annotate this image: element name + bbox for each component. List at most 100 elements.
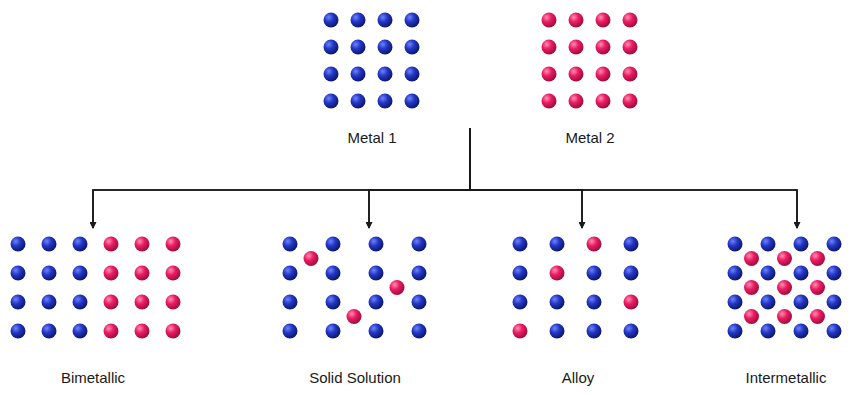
metal-1-atom: [42, 266, 57, 281]
metal-1-atom: [283, 295, 298, 310]
metal-2-atom: [569, 94, 584, 109]
metal-1-atom: [550, 237, 565, 252]
metal-2-atom: [623, 67, 638, 82]
metal-2-atom: [777, 251, 792, 266]
metal-2-atom: [596, 67, 611, 82]
metal-2-atom: [744, 280, 759, 295]
metal-2-atom: [810, 280, 825, 295]
metal-2-atom: [550, 266, 565, 281]
metal-2-atom: [623, 40, 638, 55]
metal-2-atom: [304, 251, 319, 266]
metal-2-atom: [135, 266, 150, 281]
metal-2-atom: [513, 324, 528, 339]
metal-1-atom: [73, 295, 88, 310]
metal-1-atom: [827, 295, 842, 310]
metal-1-atom: [513, 295, 528, 310]
metal-1-atom: [369, 266, 384, 281]
metal-1-atom: [412, 237, 427, 252]
metal-2-atom: [569, 40, 584, 55]
lattice-panel: Alloy: [508, 228, 644, 393]
metal-1-atom: [351, 13, 366, 28]
metal-1-atom: [513, 266, 528, 281]
metal-1-atom: [324, 94, 339, 109]
lattice-panel: Intermetallic: [722, 228, 848, 393]
material-label: Solid Solution: [309, 369, 401, 387]
metal-1-atom: [42, 237, 57, 252]
metal-1-atom: [587, 295, 602, 310]
metal-1-atom: [326, 266, 341, 281]
metal-1-atom: [405, 40, 420, 55]
metal-2-atom: [104, 237, 119, 252]
metal-1-atom: [283, 324, 298, 339]
metal-2-atom: [166, 266, 181, 281]
metal-1-atom: [624, 266, 639, 281]
metal-1-atom: [11, 237, 26, 252]
material-label: Metal 1: [347, 129, 396, 147]
metal-2-atom: [166, 295, 181, 310]
metal-2-atom: [777, 280, 792, 295]
metal-1-atom: [351, 40, 366, 55]
lattice-panel: Metal 1: [318, 5, 470, 150]
metal-1-atom: [42, 324, 57, 339]
metal-2-atom: [104, 295, 119, 310]
metal-1-atom: [827, 237, 842, 252]
metal-1-atom: [283, 237, 298, 252]
metal-1-atom: [11, 324, 26, 339]
metal-2-atom: [135, 295, 150, 310]
metal-1-atom: [378, 94, 393, 109]
lattice-panel: Bimetallic: [8, 228, 188, 393]
metal-2-atom: [104, 266, 119, 281]
metal-1-atom: [624, 237, 639, 252]
metal-1-atom: [550, 324, 565, 339]
metal-2-atom: [744, 251, 759, 266]
metal-1-atom: [324, 13, 339, 28]
metal-2-atom: [624, 295, 639, 310]
metal-1-atom: [405, 94, 420, 109]
metal-1-atom: [412, 266, 427, 281]
metal-2-atom: [777, 309, 792, 324]
metal-2-atom: [569, 67, 584, 82]
metal-2-atom: [623, 94, 638, 109]
metal-1-atom: [326, 295, 341, 310]
metal-1-atom: [728, 237, 743, 252]
metal-2-atom: [104, 324, 119, 339]
metal-2-atom: [390, 280, 405, 295]
metal-1-atom: [827, 266, 842, 281]
metal-1-atom: [405, 67, 420, 82]
metal-1-atom: [11, 295, 26, 310]
metal-2-atom: [596, 13, 611, 28]
branch-arrow: [93, 128, 470, 228]
metal-1-atom: [326, 324, 341, 339]
branch-arrow: [470, 128, 797, 228]
metal-1-atom: [73, 324, 88, 339]
metal-1-atom: [794, 266, 809, 281]
metal-1-atom: [794, 324, 809, 339]
branch-arrow: [93, 128, 470, 228]
lattice-panel: Solid Solution: [278, 228, 430, 393]
metal-1-atom: [378, 67, 393, 82]
metal-1-atom: [513, 237, 528, 252]
metal-2-atom: [166, 237, 181, 252]
metal-1-atom: [351, 94, 366, 109]
metal-1-atom: [324, 67, 339, 82]
metal-1-atom: [761, 237, 776, 252]
metal-2-atom: [810, 251, 825, 266]
metal-1-atom: [283, 266, 298, 281]
metal-1-atom: [827, 324, 842, 339]
metal-1-atom: [42, 295, 57, 310]
branch-arrow: [470, 128, 582, 228]
metal-2-atom: [542, 40, 557, 55]
metal-2-atom: [596, 40, 611, 55]
metal-2-atom: [542, 94, 557, 109]
metal-2-atom: [587, 237, 602, 252]
metal-1-atom: [369, 237, 384, 252]
metal-1-atom: [587, 324, 602, 339]
metal-1-atom: [794, 237, 809, 252]
branch-arrow: [470, 128, 797, 228]
lattice-panel: Metal 2: [470, 5, 645, 150]
metal-1-atom: [324, 40, 339, 55]
metal-1-atom: [412, 324, 427, 339]
metal-2-atom: [596, 94, 611, 109]
metal-2-atom: [135, 237, 150, 252]
